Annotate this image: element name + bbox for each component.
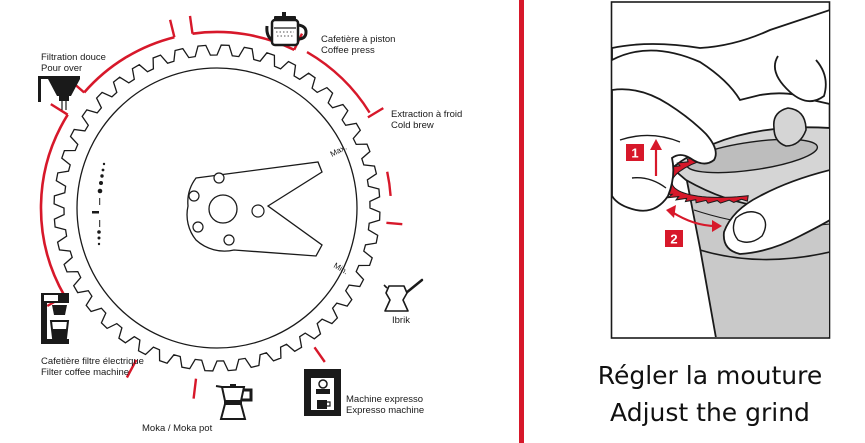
drip-machine-icon (41, 293, 70, 344)
caption-fr: Régler la mouture (597, 361, 823, 390)
method-label-filtration-douce: Filtration douce Pour over (41, 52, 106, 74)
method-label-en: Coffee press (321, 45, 375, 56)
step-badge-1 (626, 144, 644, 161)
method-label-fr: Cafetière filtre électrique (41, 356, 144, 367)
method-label-fr: Ibrik (392, 315, 410, 326)
hand-left (612, 88, 717, 212)
method-label-cold-brew: Extraction à froid Cold brew (391, 109, 462, 131)
dial-hole (192, 221, 204, 233)
step-label-1: 1 (631, 146, 638, 161)
method-label-fr: Machine expresso (346, 394, 424, 405)
method-label-moka: Moka / Moka pot (142, 423, 212, 434)
dial-center-hole (208, 194, 238, 224)
method-label-expresso: Machine expresso Expresso machine (346, 394, 424, 416)
dial-hole (251, 204, 265, 218)
dial-hole (223, 234, 235, 246)
method-label-en: Filter coffee machine (41, 367, 130, 378)
dial-inner-ring (76, 67, 358, 349)
espresso-machine-icon (304, 369, 341, 416)
method-label-en: Expresso machine (346, 405, 425, 416)
grind-scale (92, 162, 106, 246)
caption-en: Adjust the grind (610, 398, 810, 427)
method-label-filtre-electrique: Cafetière filtre électrique Filter coffe… (41, 356, 144, 378)
step-label-2: 2 (670, 232, 677, 247)
method-label-cafetiere-piston: Cafetière à piston Coffee press (321, 34, 395, 56)
french-press-icon (265, 12, 308, 47)
method-label-fr: Filtration douce (41, 52, 106, 63)
adjust-illustration: 1 2 (610, 1, 831, 339)
method-label-fr: Moka / Moka pot (142, 423, 213, 434)
pour-over-icon (38, 76, 80, 110)
moka-pot-icon (215, 384, 253, 420)
ibrik-icon (383, 278, 424, 312)
method-label-fr: Extraction à froid (391, 109, 463, 120)
burr-dial: Max. Min. (53, 44, 381, 372)
method-label-ibrik: Ibrik (392, 315, 410, 326)
divider (519, 0, 524, 443)
dial-hole (188, 190, 200, 202)
dial-hole (213, 172, 225, 184)
method-label-fr: Cafetière à piston (321, 34, 396, 45)
method-label-en: Pour over (41, 63, 83, 74)
method-label-en: Cold brew (391, 120, 434, 131)
step-badge-2 (665, 230, 683, 247)
